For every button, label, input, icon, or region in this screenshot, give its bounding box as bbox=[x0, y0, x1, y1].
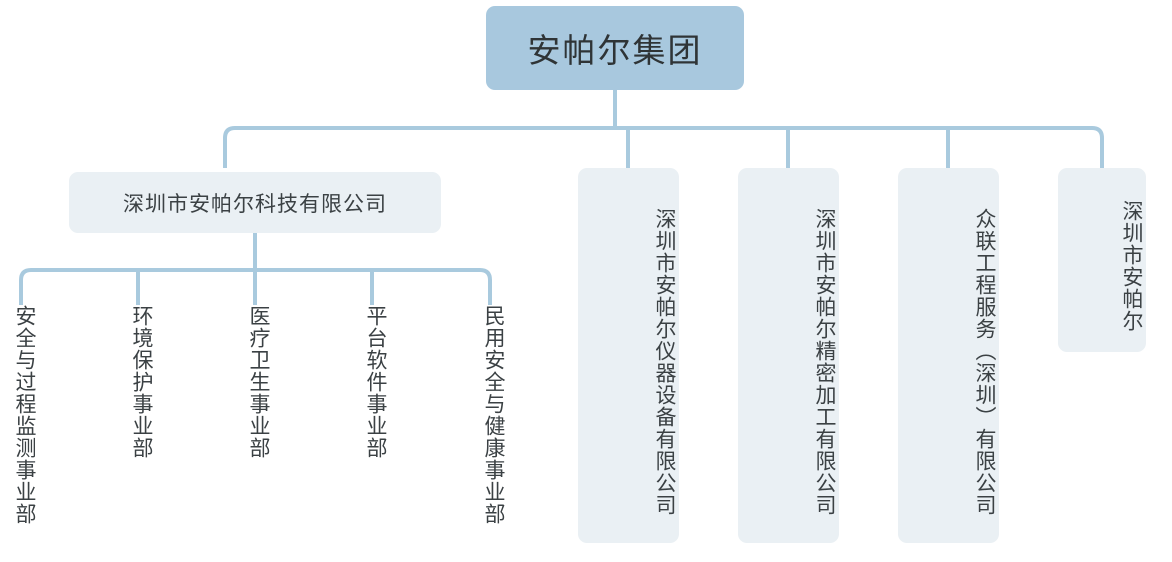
node-division-2[interactable]: 深圳市安帕尔仪器设备有限公司 bbox=[578, 168, 679, 543]
connector-main-bus bbox=[223, 126, 1104, 168]
node-division-3-label: 深圳市安帕尔精密加工有限公司 bbox=[813, 207, 836, 516]
leaf-department-5-label: 民用安全与健康事业部 bbox=[482, 305, 505, 525]
node-division-4-label: 众联工程服务（深圳）有限公司 bbox=[973, 207, 996, 516]
connector-sub-bus bbox=[19, 268, 492, 305]
node-division-1-label: 深圳市安帕尔科技有限公司 bbox=[123, 192, 387, 216]
leaf-department-3[interactable]: 医疗卫生事业部 bbox=[243, 305, 273, 459]
node-division-1[interactable]: 深圳市安帕尔科技有限公司 bbox=[69, 172, 441, 233]
leaf-department-2-label: 环境保护事业部 bbox=[130, 305, 153, 459]
node-root[interactable]: 安帕尔集团 bbox=[486, 6, 744, 90]
leaf-department-1[interactable]: 安全与过程监测事业部 bbox=[9, 305, 39, 525]
leaf-department-1-label: 安全与过程监测事业部 bbox=[13, 305, 36, 525]
node-division-3[interactable]: 深圳市安帕尔精密加工有限公司 bbox=[738, 168, 839, 543]
node-root-label: 安帕尔集团 bbox=[527, 32, 703, 69]
leaf-department-4[interactable]: 平台软件事业部 bbox=[360, 305, 390, 459]
node-division-5-label: 深圳市安帕尔 bbox=[1120, 200, 1143, 332]
leaf-department-5[interactable]: 民用安全与健康事业部 bbox=[478, 305, 508, 525]
leaf-department-2[interactable]: 环境保护事业部 bbox=[126, 305, 156, 459]
leaf-department-4-label: 平台软件事业部 bbox=[364, 305, 387, 459]
leaf-department-3-label: 医疗卫生事业部 bbox=[247, 305, 270, 459]
node-division-2-label: 深圳市安帕尔仪器设备有限公司 bbox=[653, 207, 676, 516]
node-division-4[interactable]: 众联工程服务（深圳）有限公司 bbox=[898, 168, 999, 543]
node-division-5[interactable]: 深圳市安帕尔 bbox=[1058, 168, 1146, 352]
